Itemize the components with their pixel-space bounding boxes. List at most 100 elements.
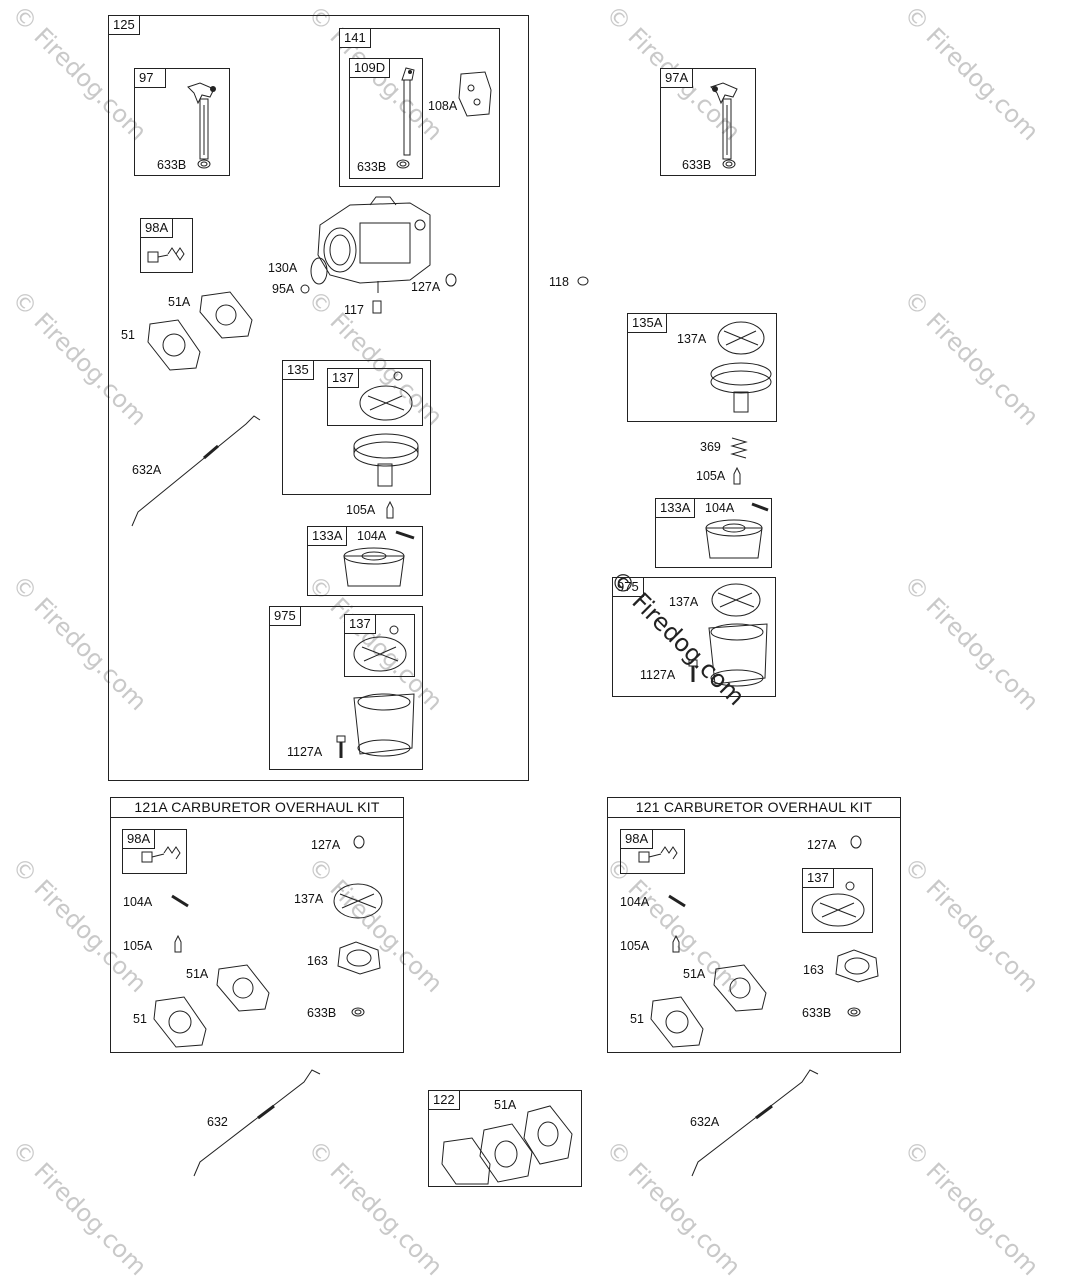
choke-shaft-icon — [703, 75, 753, 165]
gasket-icon — [196, 290, 256, 340]
group-tag: 125 — [108, 15, 140, 35]
group-975: 975 — [612, 577, 776, 697]
group-tag: 137 — [802, 868, 834, 888]
group-133a: 133A — [655, 498, 772, 568]
pin-icon — [168, 892, 192, 910]
part-label: 632A — [132, 463, 162, 477]
part-label: 95A — [272, 282, 295, 296]
group-135: 135 — [282, 360, 431, 495]
group-tag: 122 — [428, 1090, 460, 1110]
group-tag: 975 — [269, 606, 301, 626]
group-122: 122 — [428, 1090, 582, 1187]
group-tag: 98A — [122, 829, 156, 849]
part-label: 1127A — [640, 668, 676, 682]
kit-title: 121 CARBURETOR OVERHAUL KIT — [608, 797, 900, 818]
part-label: 633B — [802, 1006, 832, 1020]
float-icon — [340, 528, 420, 592]
governor-link-icon — [686, 1064, 822, 1180]
diaphragm-gasket-icon — [350, 626, 410, 674]
o-ring-icon — [848, 834, 864, 850]
part-label: 1127A — [287, 745, 323, 759]
group-98a: 98A — [620, 829, 685, 874]
group-tag: 137 — [327, 368, 359, 388]
fuel-bowl-icon — [350, 688, 420, 760]
group-tag: 133A — [307, 526, 348, 546]
needle-icon — [172, 934, 184, 954]
group-tag: 97 — [134, 68, 166, 88]
washer-icon — [395, 158, 411, 170]
diaphragm-gasket-icon — [356, 382, 416, 424]
screw-icon — [299, 283, 311, 295]
watermark: © Firedog.com — [898, 570, 1045, 717]
diaphragm-gasket-icon — [330, 880, 386, 922]
group-tag: 98A — [620, 829, 654, 849]
group-137: 137 — [327, 368, 423, 426]
choke-shaft-icon — [180, 75, 216, 165]
part-label: 369 — [700, 440, 721, 454]
part-label: 51A — [494, 1098, 517, 1112]
watermark: © Firedog.com — [898, 852, 1045, 999]
part-label: 105A — [620, 939, 650, 953]
group-tag: 137 — [344, 614, 376, 634]
gasket-icon — [710, 963, 770, 1013]
group-97: 97 — [134, 68, 230, 176]
washer-icon — [350, 1006, 366, 1018]
part-label: 632 — [207, 1115, 228, 1129]
diaphragm-gasket-icon — [808, 878, 868, 928]
watermark: © Firedog.com — [898, 0, 1045, 147]
group-98a: 98A — [122, 829, 187, 874]
part-label: 51A — [168, 295, 191, 309]
part-label: 118 — [549, 275, 569, 289]
washer-icon — [721, 158, 737, 170]
gasket-icon — [150, 995, 210, 1049]
kit-121a: 121A CARBURETOR OVERHAUL KIT — [110, 797, 404, 1053]
part-label: 163 — [803, 963, 824, 977]
group-tag: 135 — [282, 360, 314, 380]
o-ring-icon — [443, 272, 459, 288]
needle-icon — [731, 466, 743, 486]
part-label: 51 — [630, 1012, 644, 1026]
gasket-icon — [440, 1094, 580, 1186]
watermark: © Firedog.com — [898, 1135, 1045, 1281]
throttle-plate-icon — [455, 68, 495, 120]
part-label: 130A — [268, 261, 298, 275]
part-label: 104A — [357, 529, 387, 543]
part-label: 51A — [683, 967, 706, 981]
part-label: 163 — [307, 954, 328, 968]
group-tag: 975 — [612, 577, 644, 597]
group-109d: 109D — [349, 58, 423, 179]
group-133a: 133A — [307, 526, 423, 596]
group-137: 137 — [802, 868, 873, 933]
part-label: 127A — [311, 838, 341, 852]
part-label: 117 — [344, 303, 364, 317]
group-141: 141 — [339, 28, 500, 187]
throttle-shaft-icon — [396, 62, 420, 162]
part-label: 127A — [411, 280, 441, 294]
part-label: 104A — [123, 895, 153, 909]
part-label: 108A — [428, 99, 458, 113]
kit-121: 121 CARBURETOR OVERHAUL KIT — [607, 797, 901, 1053]
part-label: 51 — [121, 328, 135, 342]
needle-icon — [670, 934, 682, 954]
o-ring-icon — [351, 834, 367, 850]
group-125: 125 — [108, 15, 529, 781]
part-label: 105A — [123, 939, 153, 953]
float-icon — [700, 500, 772, 564]
spring-icon — [729, 434, 749, 462]
fuel-pump-plate-icon — [706, 360, 776, 416]
washer-icon — [846, 1006, 862, 1018]
group-tag: 109D — [349, 58, 391, 78]
group-98a: 98A — [140, 218, 193, 273]
idle-screw-icon — [637, 840, 683, 870]
group-tag: 135A — [627, 313, 668, 333]
part-label: 104A — [705, 501, 735, 515]
group-tag: 98A — [140, 218, 174, 238]
kit-title: 121A CARBURETOR OVERHAUL KIT — [111, 797, 403, 818]
part-label: 633B — [357, 160, 387, 174]
pin-icon — [665, 892, 689, 910]
part-label: 51 — [133, 1012, 147, 1026]
idle-screw-icon — [146, 240, 190, 270]
fuel-pump-plate-icon — [348, 430, 424, 492]
part-label: 105A — [696, 469, 726, 483]
fuel-bowl-icon — [705, 618, 771, 690]
